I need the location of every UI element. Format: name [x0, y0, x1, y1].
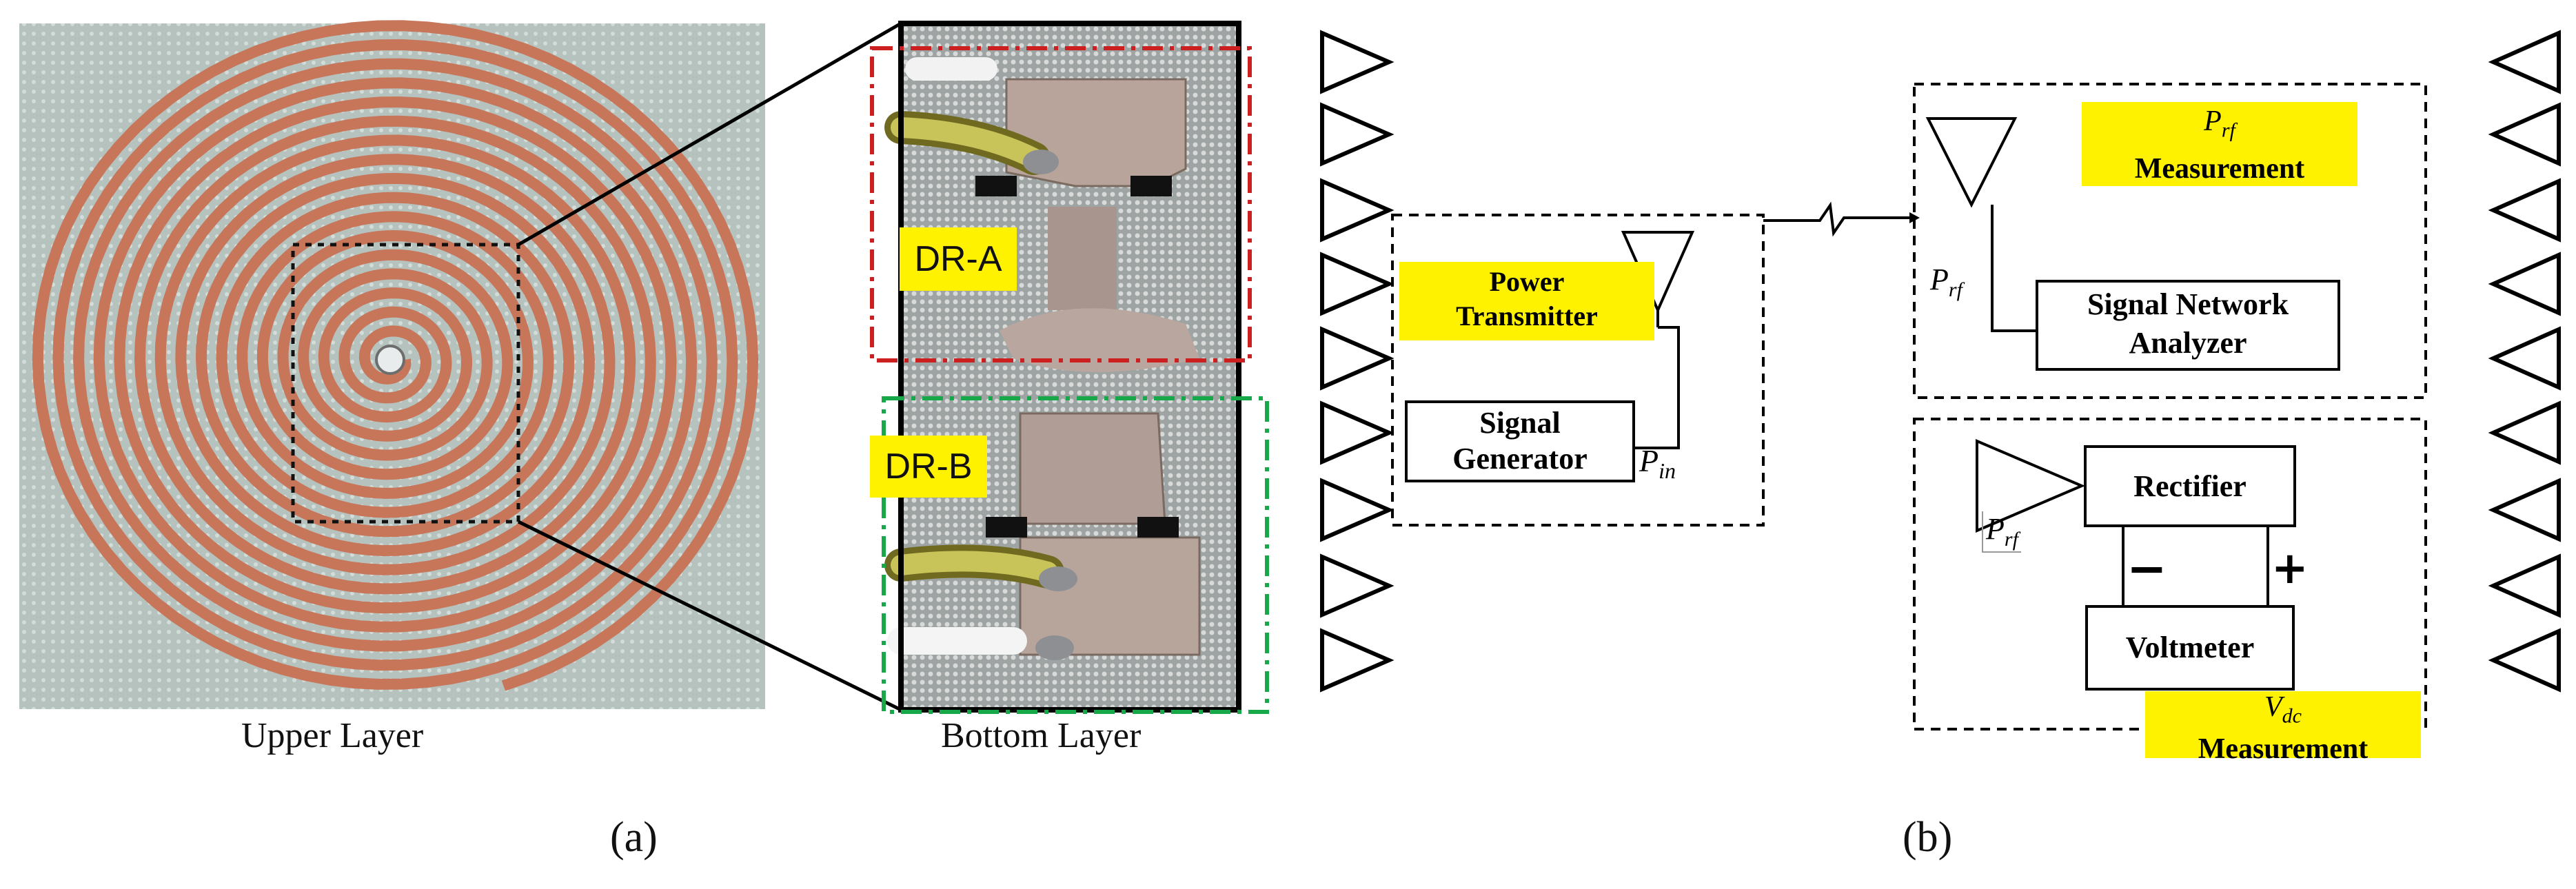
rectifier-input-label: Prf [1982, 511, 2021, 553]
signal-network-analyzer-label: Signal Network Analyzer [2037, 285, 2339, 362]
dr-b-box [882, 396, 1269, 714]
right-antenna-column [2488, 30, 2561, 693]
receive-antenna-icon [2488, 252, 2561, 316]
vdc-measurement-text: Measurement [2198, 733, 2369, 766]
rectifier-label: Rectifier [2133, 469, 2247, 503]
generator-to-antenna-line [1634, 326, 1680, 449]
spiral-coil-trace [32, 20, 759, 691]
transmit-antenna-icon [1320, 102, 1395, 167]
receive-antenna-icon [2488, 553, 2561, 618]
receive-antenna-icon [2488, 326, 2561, 391]
sna-line1: Signal Network [2087, 287, 2289, 321]
power-transmitter-line1: Power [1489, 266, 1565, 297]
rx-antenna-icon [1925, 117, 2018, 208]
component-chip [1137, 517, 1179, 538]
dr-a-box [870, 46, 1252, 362]
sna-line2: Analyzer [2129, 326, 2247, 360]
spiral-coil [32, 20, 759, 691]
solder-joint [1023, 150, 1059, 174]
panel-b-sublabel: (b) [1903, 814, 1953, 861]
transmit-antenna-icon [1320, 252, 1395, 316]
power-transmitter-label: Power Transmitter [1399, 262, 1654, 340]
signal-generator-box [1405, 400, 1635, 482]
transmit-antenna-icon [1320, 400, 1395, 465]
component-chip [975, 176, 1017, 196]
dr-a-trace [1048, 207, 1117, 310]
minus-sign: − [2127, 540, 2167, 597]
zoom-region-box [291, 243, 520, 524]
panel-a-sublabel: (a) [610, 814, 658, 861]
transmit-antenna-icon [1320, 178, 1395, 243]
receive-antenna-icon [2488, 178, 2561, 243]
transmit-antenna-icon [1320, 553, 1395, 618]
signal-network-analyzer-box [2036, 280, 2340, 371]
receive-antenna-icon [2488, 628, 2561, 693]
receive-antenna-icon [2488, 102, 2561, 167]
p-rf-label: Prf [1930, 263, 1963, 301]
rectifier-box [2084, 445, 2296, 527]
p-in-label: Pin [1639, 442, 1676, 484]
prf-measurement-symbol: Prf [2204, 105, 2235, 142]
prf-measurement-box [1913, 83, 2427, 399]
plus-sign: + [2271, 543, 2309, 594]
bottom-layer-photo [870, 21, 1269, 714]
dr-b-copper-pad [1019, 412, 1166, 525]
signal-generator-line2: Generator [1452, 442, 1588, 476]
signal-generator-label: Signal Generator [1406, 405, 1634, 477]
transmit-antenna-icon [1320, 326, 1395, 391]
solder-joint [1035, 635, 1074, 660]
solder-joint [1039, 566, 1077, 591]
rectenna-antenna-icon [1976, 438, 2086, 533]
power-transmitter-line2: Transmitter [1456, 300, 1598, 331]
bottom-layer-caption: Bottom Layer [941, 716, 1142, 755]
coil-center-via [375, 345, 405, 375]
left-antenna-column [1320, 30, 1395, 693]
coax-cable-sheath [891, 551, 1058, 582]
vdc-measurement-label: Vdc Measurement [2145, 691, 2421, 765]
transmit-antenna-icon [1320, 478, 1395, 542]
upper-layer-photo [19, 20, 765, 709]
dr-b-label: DR-B [870, 436, 987, 498]
transmit-antenna-icon [1320, 628, 1395, 693]
zoom-line-bottom [517, 520, 902, 712]
dr-a-label: DR-A [900, 227, 1017, 291]
arrow-head-icon [1909, 212, 1920, 223]
receive-antenna-icon [2488, 30, 2561, 94]
dr-a-lower-pad [1000, 308, 1199, 372]
antenna-to-analyzer-line [1991, 205, 2037, 332]
component-chip [986, 517, 1027, 538]
p-in-base: P [1639, 443, 1659, 478]
component-chip [1130, 176, 1172, 196]
power-transmitter-box [1391, 214, 1765, 527]
upper-layer-caption: Upper Layer [241, 716, 424, 755]
p-in-sub: in [1659, 458, 1676, 484]
voltmeter-label: Voltmeter [2125, 631, 2255, 664]
receive-antenna-icon [2488, 400, 2561, 465]
wireless-link [1763, 201, 1909, 237]
voltmeter-box [2085, 605, 2295, 691]
vdc-measurement-symbol: Vdc [2264, 691, 2302, 728]
prf-measurement-label: Prf Measurement [2082, 102, 2357, 186]
prf-measurement-text: Measurement [2134, 153, 2305, 185]
coax-cable-sheath [891, 117, 1044, 169]
receive-antenna-icon [2488, 478, 2561, 542]
transmit-antenna-icon [1320, 30, 1395, 94]
zoom-line-top [517, 21, 902, 247]
signal-generator-line1: Signal [1479, 406, 1561, 440]
